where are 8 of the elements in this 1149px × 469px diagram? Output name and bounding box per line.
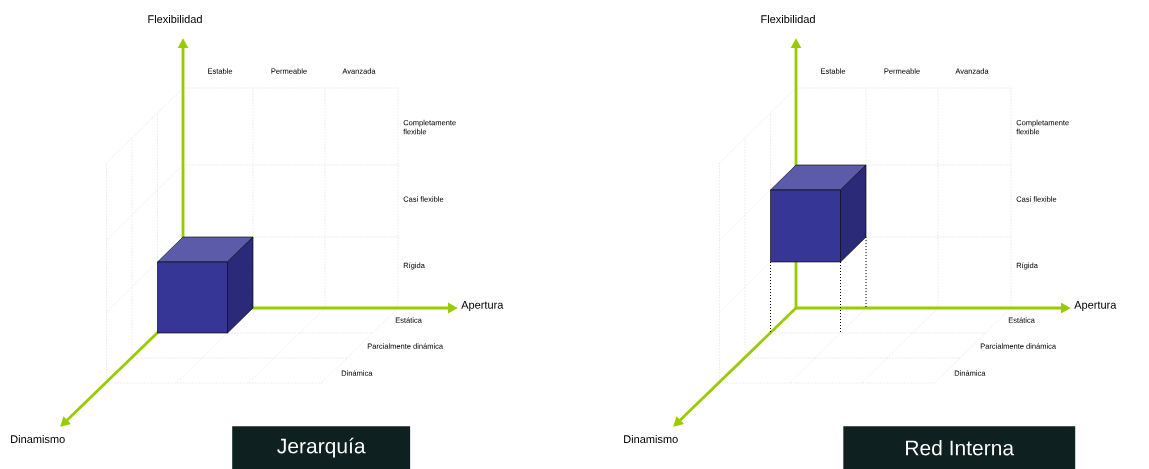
title-box: Red Interna [843,426,1076,469]
axis-label: Apertura [1074,301,1117,311]
axis-label: Flexibilidad [761,14,815,24]
axis-label: Flexibilidad [148,14,202,24]
axis-label: Apertura [461,301,504,311]
axis-label: Dinamismo [624,434,678,444]
axis-label: Dinamismo [11,434,65,444]
title-box: Jerarquía [232,426,411,469]
